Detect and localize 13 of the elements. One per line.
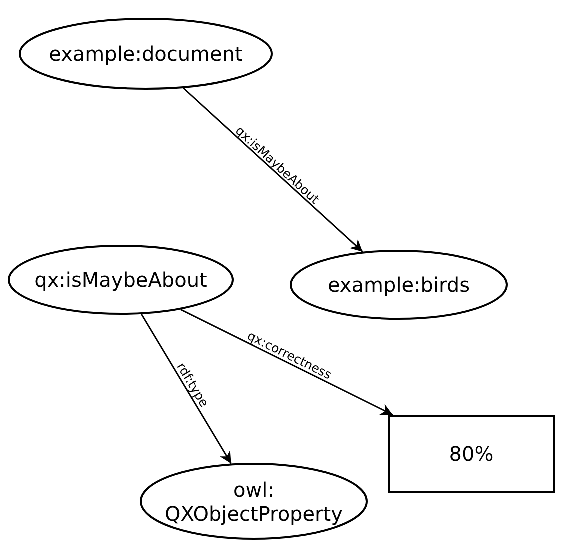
class-ellipse (19, 18, 273, 90)
node-label: 80% (449, 442, 494, 466)
node-label: qx:isMaybeAbout (34, 268, 208, 292)
node-label: example:document (49, 42, 243, 66)
arrow (141, 314, 232, 464)
class-ellipse (140, 463, 368, 540)
literal-box (388, 415, 555, 493)
arrow (180, 309, 394, 416)
node-label: owl: QXObjectProperty (164, 478, 344, 526)
arrow (183, 88, 364, 253)
class-ellipse (290, 250, 508, 320)
node-label: example:birds (328, 273, 470, 297)
class-ellipse (8, 245, 234, 315)
